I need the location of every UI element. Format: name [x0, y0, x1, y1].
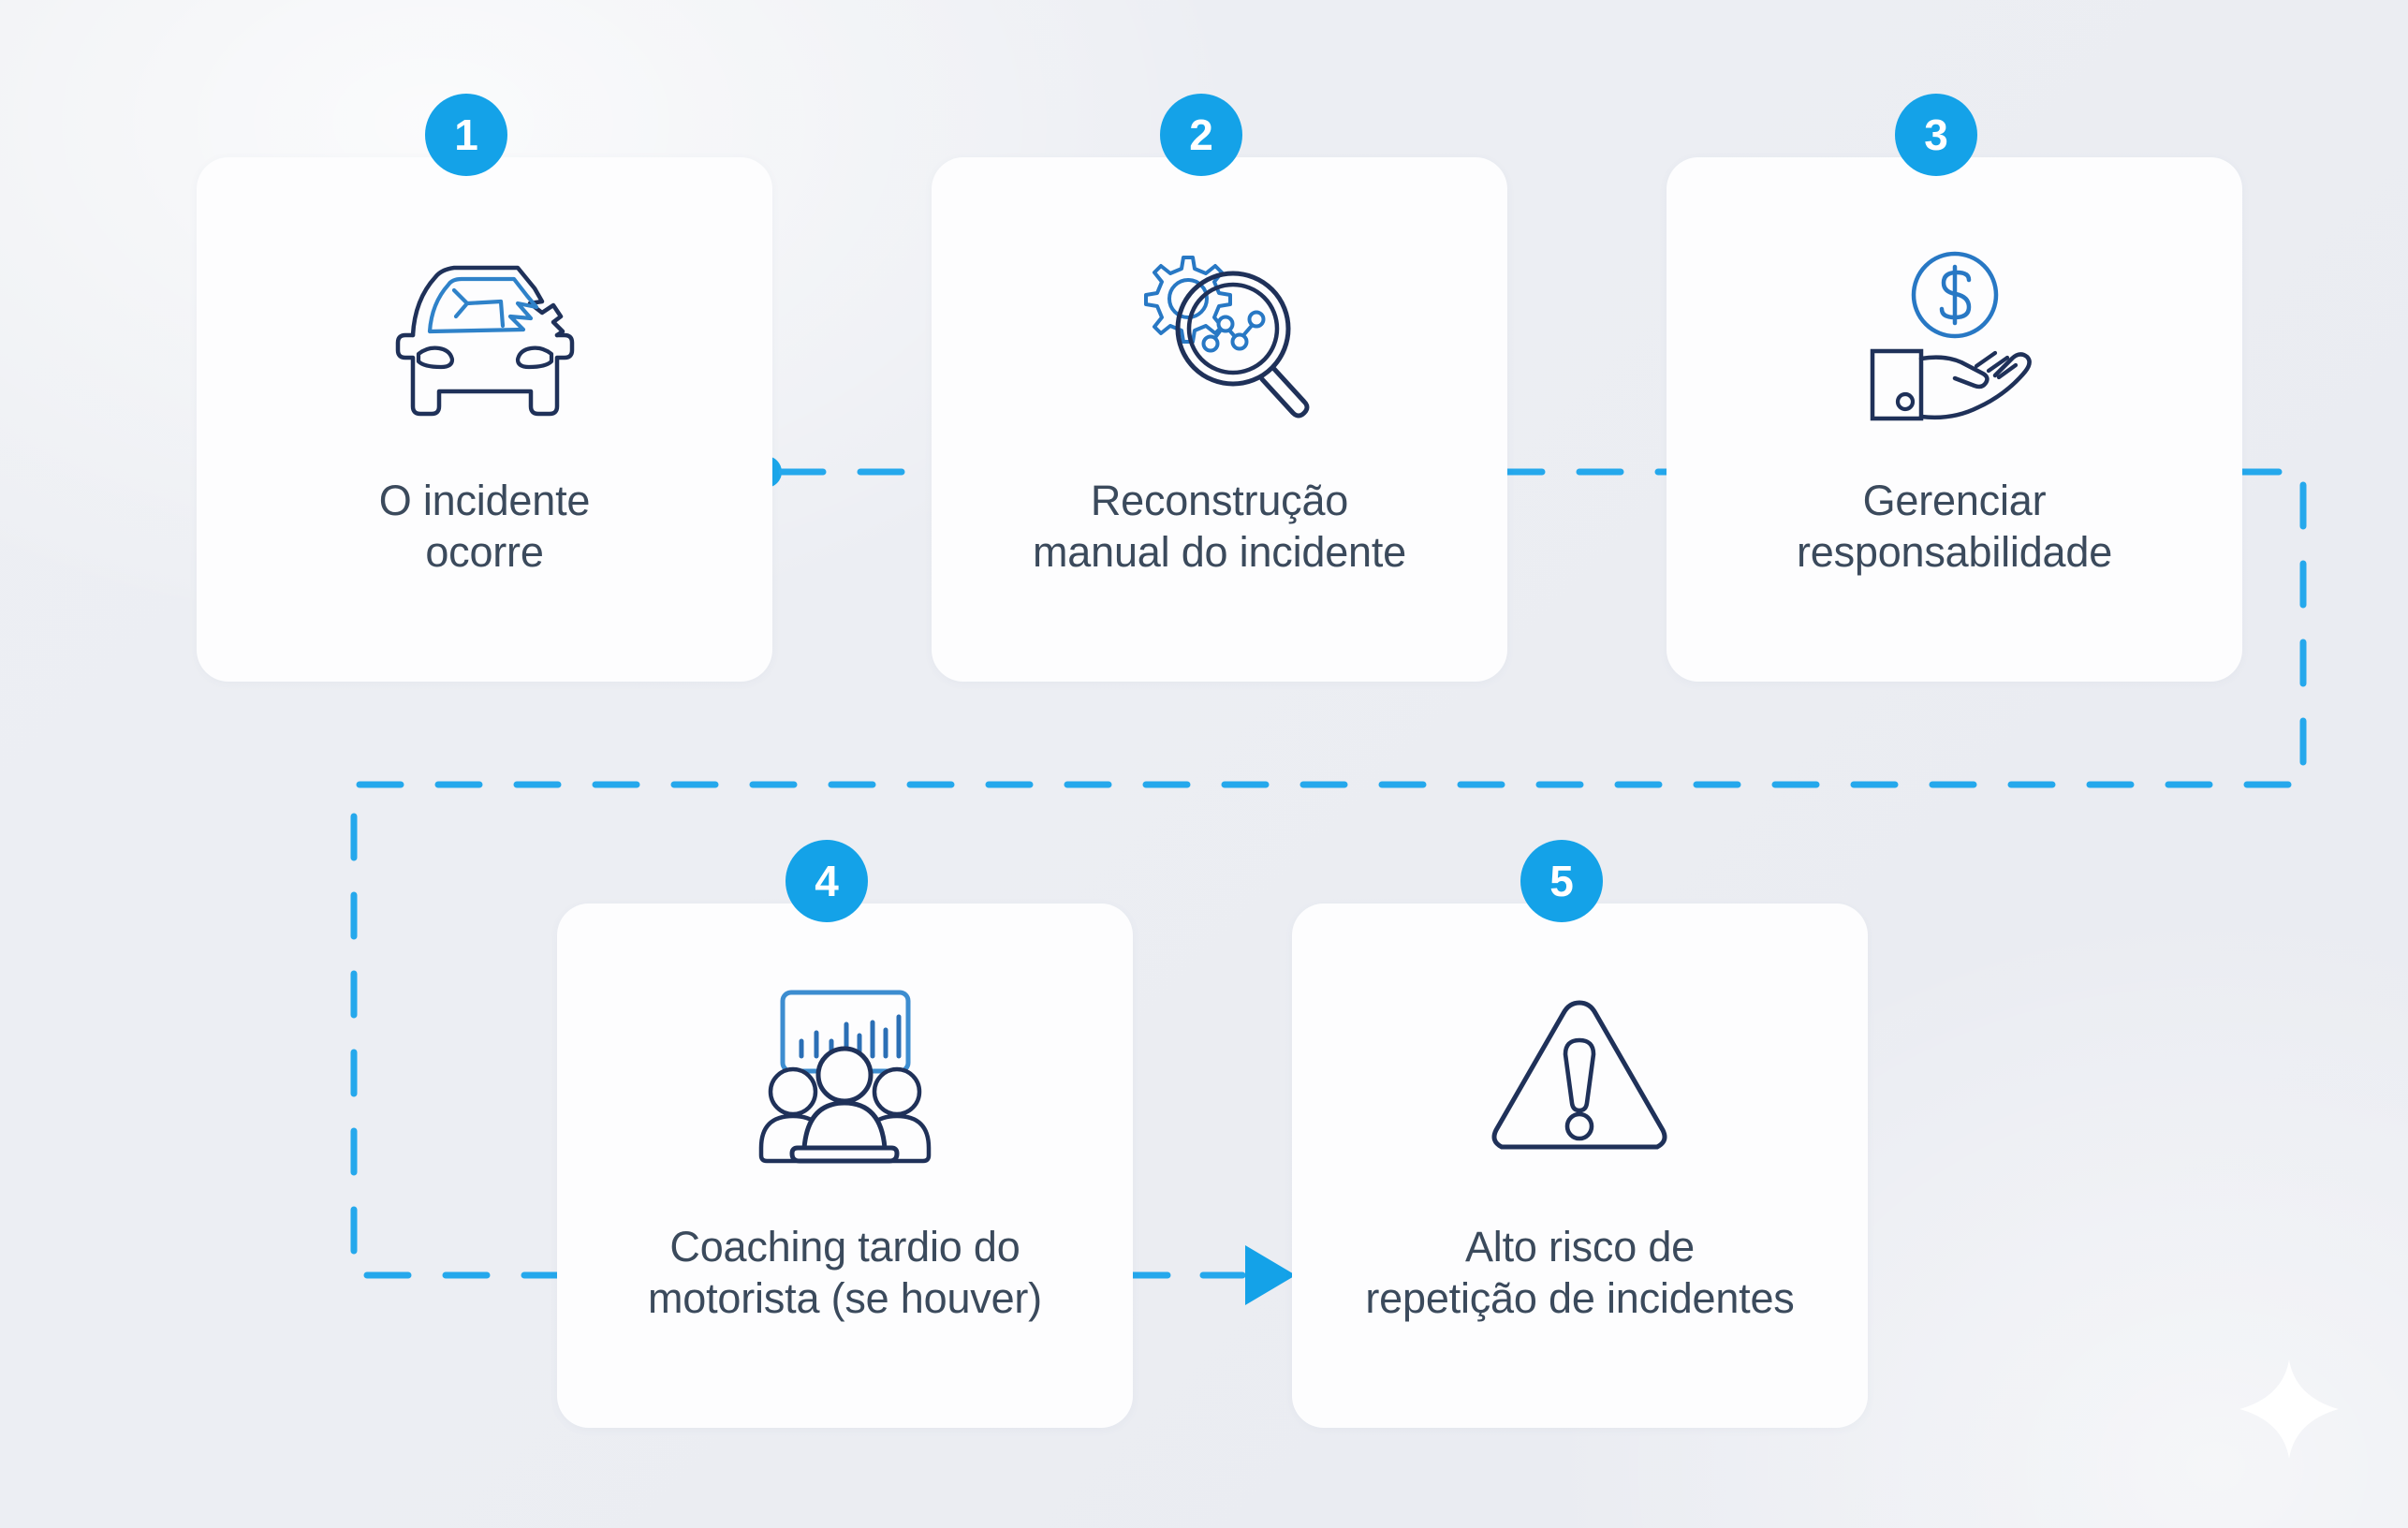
step-badge-3: 3: [1895, 94, 1977, 176]
step-card-2[interactable]: Reconstrução manual do incidente: [932, 157, 1507, 682]
step-card-4-label: Coaching tardio do motorista (se houver): [648, 1223, 1042, 1322]
connector-4-5: [1124, 1245, 1296, 1305]
arrow-marker: [1245, 1245, 1296, 1305]
connector-1-2: [750, 456, 938, 488]
step-card-1[interactable]: O incidente ocorre: [197, 157, 772, 682]
step-card-5-label: Alto risco de repetição de incidentes: [1365, 1223, 1795, 1322]
step-card-5[interactable]: Alto risco de repetição de incidentes: [1292, 904, 1868, 1428]
sparkle-icon: [2239, 1359, 2339, 1459]
step-card-3[interactable]: Gerenciar responsabilidade: [1667, 157, 2242, 682]
step-card-3-label: Gerenciar responsabilidade: [1796, 477, 2113, 576]
step-card-1-label: O incidente ocorre: [378, 477, 591, 576]
warning-triangle-icon: [1484, 904, 1676, 1222]
gear-magnifier-analytics-icon: [1114, 157, 1325, 476]
step-card-4[interactable]: Coaching tardio do motorista (se houver): [557, 904, 1133, 1428]
presentation-audience-icon: [749, 904, 941, 1222]
hand-holding-dollar-icon: [1857, 157, 2053, 476]
damaged-car-icon: [377, 157, 593, 476]
step-card-2-label: Reconstrução manual do incidente: [1033, 477, 1406, 576]
step-badge-3-number: 3: [1924, 110, 1948, 159]
step-badge-4: 4: [786, 840, 868, 922]
step-badge-4-number: 4: [815, 857, 839, 905]
step-badge-1: 1: [425, 94, 507, 176]
step-badge-5: 5: [1520, 840, 1603, 922]
step-badge-1-number: 1: [454, 110, 478, 159]
step-badge-5-number: 5: [1549, 857, 1574, 905]
step-badge-2-number: 2: [1189, 110, 1213, 159]
step-badge-2: 2: [1160, 94, 1242, 176]
